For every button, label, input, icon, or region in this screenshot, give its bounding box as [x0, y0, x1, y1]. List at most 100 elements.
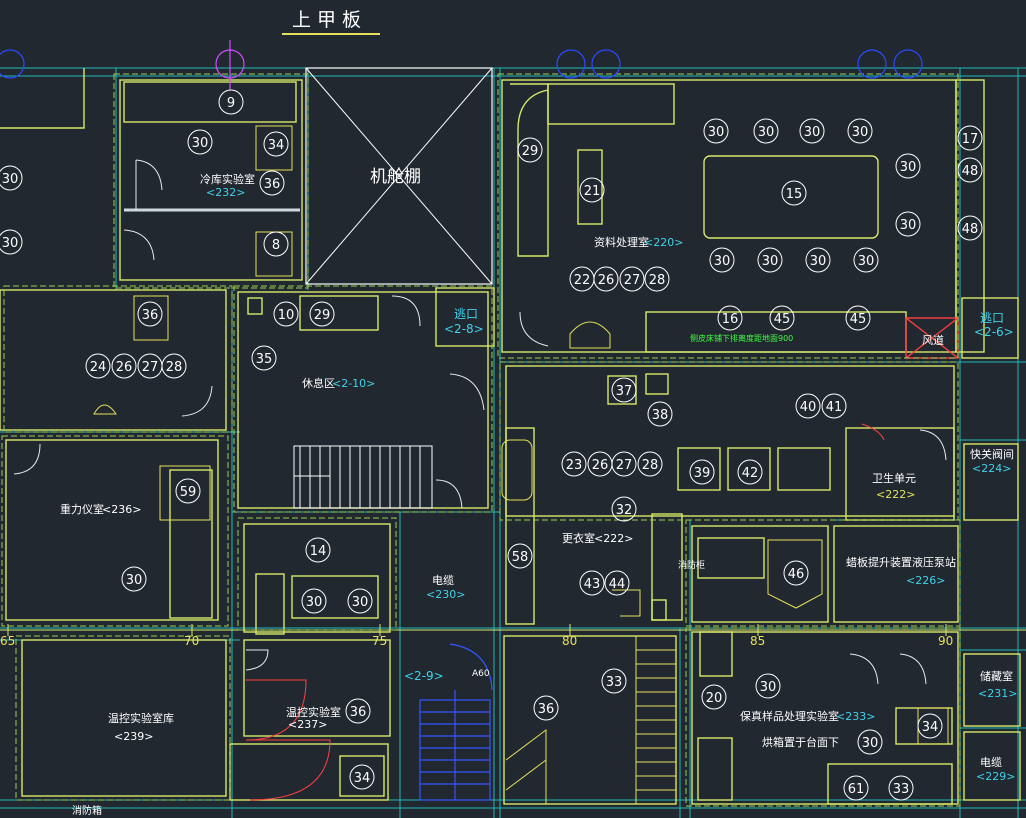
- tag-circle: [121, 566, 147, 592]
- fire-cabinet-label: 消防柜: [678, 559, 705, 571]
- tag-number: 27: [616, 458, 633, 473]
- room-code: <2-10>: [332, 377, 375, 390]
- tag-number: 27: [624, 273, 641, 288]
- tag-circle: [137, 301, 163, 327]
- tag-number: 34: [268, 138, 285, 153]
- tag-circle: [799, 118, 825, 144]
- tag-number: 28: [649, 273, 666, 288]
- tag-number: 36: [142, 308, 159, 323]
- tag-circle: [111, 353, 137, 379]
- tag-number: 30: [858, 254, 875, 269]
- tag-number: 36: [538, 702, 555, 717]
- room-name: 快关阀间: [970, 447, 1014, 461]
- room-walls: [0, 67, 1021, 805]
- room-name: 冷库实验室: [200, 172, 255, 186]
- tag-number: 30: [2, 236, 19, 251]
- a60-label: A60: [472, 669, 490, 679]
- room-name: 逃口: [454, 307, 478, 321]
- room-name: 卫生单元: [872, 471, 916, 485]
- tag-circle: [259, 170, 285, 196]
- tag-circle: [517, 137, 543, 163]
- room-name: 储藏室: [980, 669, 1013, 683]
- tag-circle: [637, 451, 663, 477]
- tag-circle: [847, 118, 873, 144]
- tag-number: 33: [893, 782, 910, 797]
- tag-number: 45: [774, 312, 791, 327]
- tag-circle: [263, 231, 289, 257]
- tag-circle: [845, 305, 871, 331]
- tag-number: 26: [116, 360, 133, 375]
- tag-circle: [957, 157, 983, 183]
- room-code: <2-8>: [444, 322, 484, 336]
- tag-circle: [619, 266, 645, 292]
- tag-circle: [888, 775, 914, 801]
- tag-number: 30: [758, 125, 775, 140]
- tag-circle: [755, 673, 781, 699]
- tag-circle: [349, 764, 375, 790]
- tag-circle: [957, 125, 983, 151]
- tag-circle: [604, 570, 630, 596]
- room-inner-dashed: [1, 73, 961, 807]
- axis-number: 90: [938, 634, 953, 648]
- tag-circle: [273, 301, 299, 327]
- tag-circle: [703, 118, 729, 144]
- tag-circle: [533, 695, 559, 721]
- tag-number: 41: [826, 400, 843, 415]
- tag-number: 35: [256, 352, 273, 367]
- room-code: <220>: [644, 236, 683, 249]
- tag-number: 20: [706, 691, 723, 706]
- tag-number: 40: [800, 400, 817, 415]
- axis-number: 70: [184, 634, 199, 648]
- room-code: <2-9>: [404, 669, 444, 683]
- tag-circle: [757, 247, 783, 273]
- tag-circle: [644, 266, 670, 292]
- tag-circle: [0, 229, 23, 255]
- tag-circle: [717, 305, 743, 331]
- tag-circle: [601, 668, 627, 694]
- tag-circle: [957, 215, 983, 241]
- tag-circle: [709, 247, 735, 273]
- tag-number: 9: [227, 96, 235, 111]
- tag-number: 30: [900, 218, 917, 233]
- tag-circle: [507, 543, 533, 569]
- tag-circle: [175, 478, 201, 504]
- tag-number: 30: [306, 595, 323, 610]
- room-code: <230>: [426, 588, 465, 601]
- tag-circle: [843, 775, 869, 801]
- tag-number: 30: [192, 136, 209, 151]
- tag-circle: [701, 684, 727, 710]
- tag-number: 26: [592, 458, 609, 473]
- axis-number: 80: [562, 634, 577, 648]
- tag-circle: [781, 180, 807, 206]
- tag-number: 43: [584, 577, 601, 592]
- tag-circle: [85, 353, 111, 379]
- tag-number: 30: [762, 254, 779, 269]
- tag-number: 26: [598, 273, 615, 288]
- room-name: 电缆: [980, 756, 1002, 769]
- tag-number: 42: [742, 466, 759, 481]
- tag-number: 28: [166, 360, 183, 375]
- room-name: 保真样品处理实验室: [740, 709, 839, 723]
- axis-bubbles: [0, 40, 923, 90]
- tag-number: 30: [760, 680, 777, 695]
- tag-circle: [611, 377, 637, 403]
- tag-number: 17: [962, 132, 979, 147]
- room-code: <233>: [836, 710, 875, 723]
- tag-number: 48: [962, 164, 979, 179]
- tag-circle: [263, 131, 289, 157]
- tag-number: 58: [512, 550, 529, 565]
- tag-circle: [593, 266, 619, 292]
- room-code: <232>: [206, 186, 245, 199]
- drawing-title: 上甲板: [292, 9, 367, 31]
- tag-circle: [0, 165, 23, 191]
- tag-circle: [917, 713, 943, 739]
- tag-number: 30: [126, 573, 143, 588]
- tag-circle: [821, 393, 847, 419]
- room-name: 温控实验室库: [108, 711, 174, 725]
- blue-stair: [419, 643, 493, 801]
- axis-number: 75: [372, 634, 387, 648]
- room-name: 蜡板提升装置液压泵站: [846, 555, 956, 569]
- tag-circle: [161, 353, 187, 379]
- room-name: 重力仪室: [60, 502, 104, 516]
